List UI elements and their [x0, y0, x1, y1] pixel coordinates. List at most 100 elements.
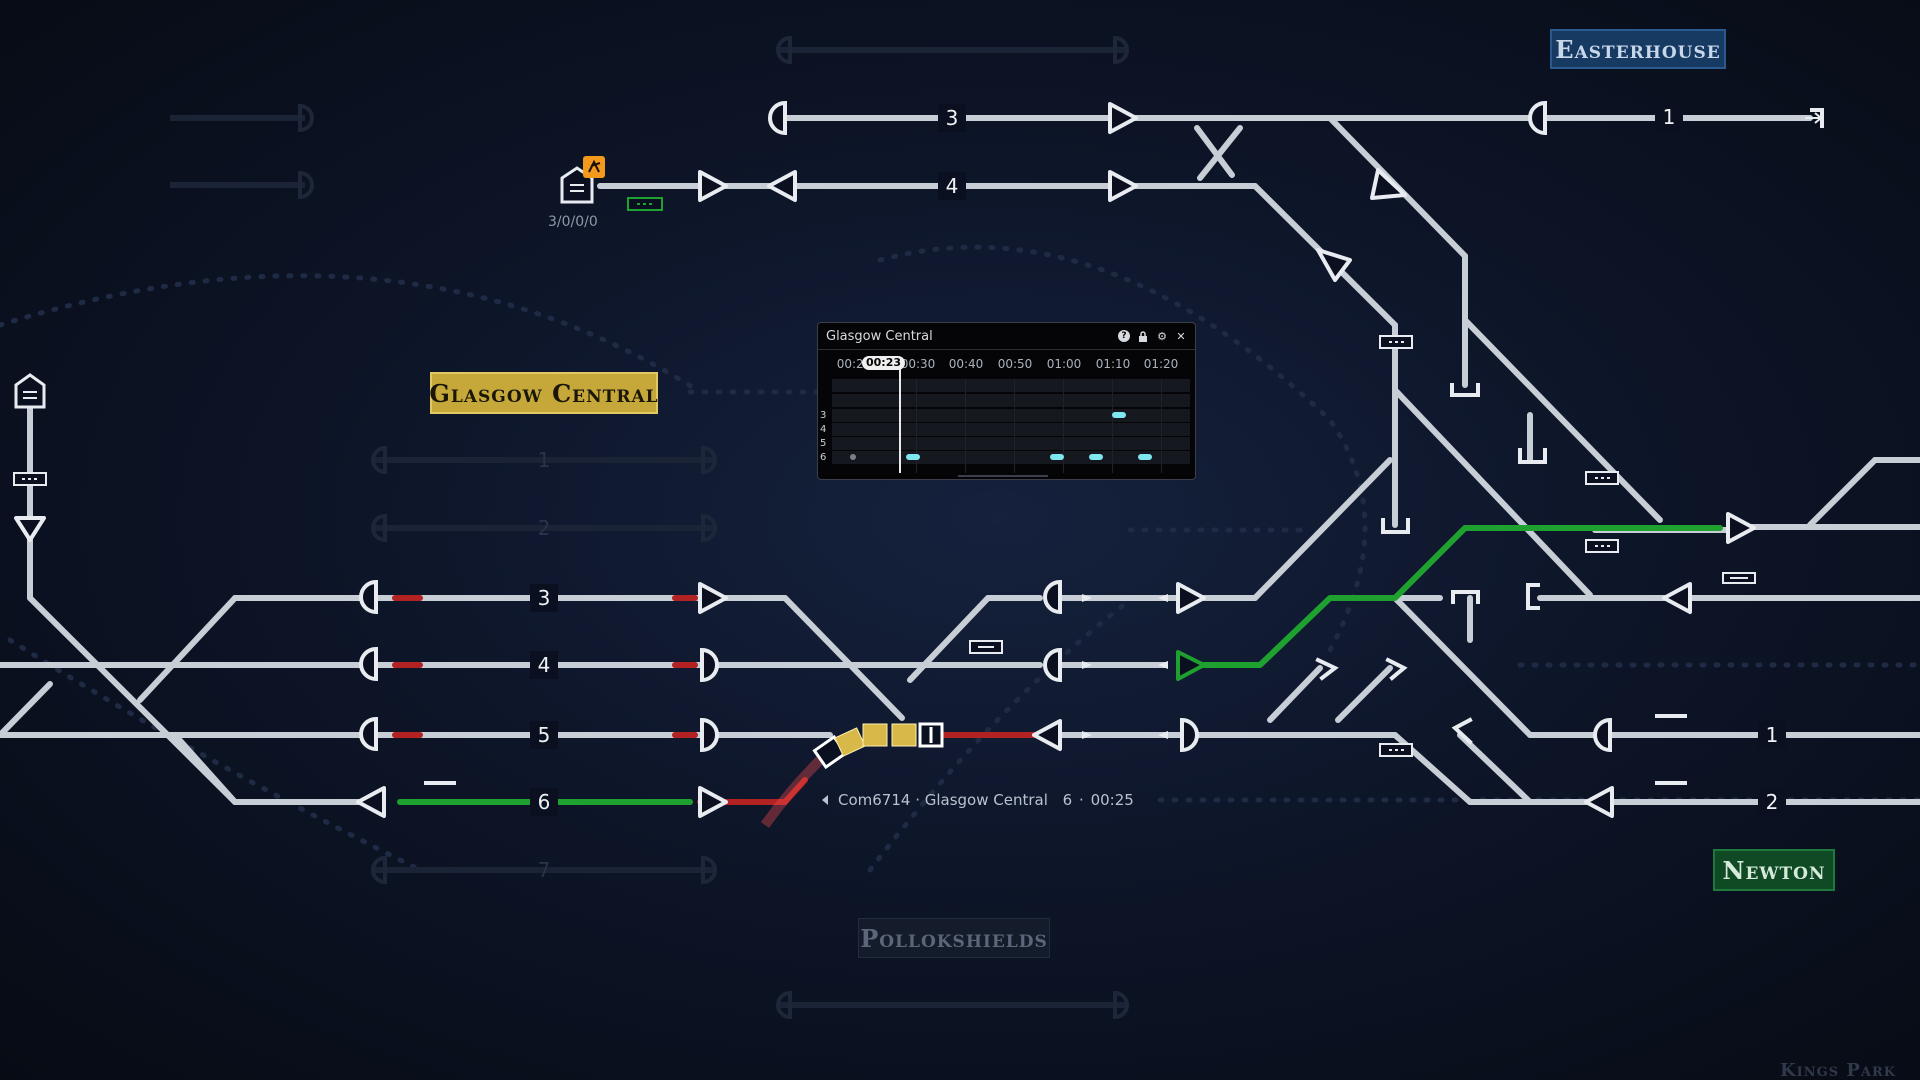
timetable-entry-past: [850, 454, 856, 460]
timetable-entry[interactable]: [1089, 454, 1103, 460]
train-platform: 6: [1063, 791, 1073, 809]
signal-green[interactable]: [1176, 650, 1206, 681]
signal[interactable]: [1108, 102, 1138, 134]
timetable-row: [832, 379, 1190, 392]
platform-label-faint: 1: [538, 448, 551, 472]
signals-triangle: [14, 102, 1756, 818]
signal[interactable]: [700, 717, 719, 753]
signal[interactable]: [1043, 647, 1062, 683]
signal[interactable]: [359, 646, 378, 682]
signals-d: [359, 100, 1612, 753]
timetable-row: 3: [820, 409, 1190, 422]
station-newton[interactable]: Newton: [1713, 849, 1835, 891]
signal[interactable]: [356, 786, 386, 818]
close-icon[interactable]: ✕: [1176, 329, 1186, 343]
timetable-row: 4: [820, 423, 1190, 436]
timetable-header[interactable]: Glasgow Central ? ⚙ ✕: [818, 323, 1195, 350]
track-labels: 3 4 3 4 5 6 1 2 7 1 1 2: [530, 104, 1786, 882]
station-glasgow-central[interactable]: Glasgow Central: [429, 372, 658, 414]
direction-arrows: [1082, 594, 1168, 739]
timetable-window[interactable]: Glasgow Central ? ⚙ ✕ 00:20 00:30 00:40 …: [817, 322, 1196, 480]
train-time: 00:25: [1091, 791, 1134, 809]
timetable-grid[interactable]: 3 4 5 6: [820, 369, 1190, 473]
timetable-title: Glasgow Central: [826, 328, 933, 344]
timetable-time-axis: 00:20 00:30 00:40 00:50 01:00 01:10 01:2…: [818, 357, 1195, 373]
timetable-entry[interactable]: [1112, 412, 1126, 418]
signal[interactable]: [1370, 168, 1407, 200]
time-tick: 00:50: [997, 357, 1033, 371]
time-tick: 01:00: [1046, 357, 1082, 371]
current-time-marker[interactable]: 00:23: [862, 356, 906, 370]
signal[interactable]: [1180, 717, 1199, 753]
signal[interactable]: [1043, 579, 1062, 615]
train-car: [891, 723, 917, 747]
faint-tracks: [170, 47, 1125, 1008]
red-route: [392, 595, 1043, 805]
platform-label-faint: 7: [538, 858, 551, 882]
time-tick: 01:20: [1143, 357, 1179, 371]
track-label: 4: [946, 174, 959, 198]
train-com6714[interactable]: [760, 722, 944, 828]
signal[interactable]: [698, 582, 728, 614]
signal[interactable]: [700, 647, 719, 683]
signal[interactable]: [1662, 582, 1692, 614]
signal[interactable]: [359, 579, 378, 615]
depot-left[interactable]: [14, 373, 46, 409]
train-car: [834, 727, 866, 757]
train-car: [862, 723, 888, 747]
signal[interactable]: [767, 170, 797, 202]
platform-label: 4: [538, 653, 551, 677]
signal[interactable]: [14, 516, 46, 542]
signal[interactable]: [1032, 719, 1062, 751]
lock-icon[interactable]: [1137, 330, 1149, 342]
platform-label-faint: 2: [538, 516, 551, 540]
timetable-row: 6: [820, 451, 1190, 464]
signal[interactable]: [1593, 717, 1612, 753]
train-info-label[interactable]: Com6714 · Glasgow Central 6 · 00:25: [822, 791, 1134, 809]
current-time-line: [899, 369, 901, 473]
signal[interactable]: [1528, 100, 1547, 136]
platform-label: 6: [538, 790, 551, 814]
block-markers: [13, 197, 1756, 785]
balance-alert-icon[interactable]: [583, 156, 605, 178]
timetable-entry[interactable]: [1138, 454, 1152, 460]
signal[interactable]: [1316, 248, 1352, 282]
track-label: 1: [1766, 723, 1779, 747]
timetable-scrollbar[interactable]: [958, 475, 1048, 477]
train-direction-icon: [822, 795, 828, 805]
signal[interactable]: [698, 786, 728, 818]
help-icon[interactable]: ?: [1118, 330, 1130, 342]
station-pollokshields[interactable]: Pollokshields: [858, 918, 1050, 958]
buffer-stops: [1315, 108, 1824, 745]
train-id: Com6714 · Glasgow Central: [838, 791, 1048, 809]
svg-text:Com6714 · Glasgow Central: Com6714 · Glasgow Central 6 · 00:25: [838, 791, 1134, 809]
timetable-row: 5: [820, 437, 1190, 450]
track-label: 2: [1766, 790, 1779, 814]
signal[interactable]: [1584, 786, 1614, 818]
signal[interactable]: [359, 716, 378, 752]
platform-label: 3: [538, 586, 551, 610]
signal[interactable]: [1108, 170, 1138, 202]
timetable-entry[interactable]: [1050, 454, 1064, 460]
time-tick: 00:30: [900, 357, 936, 371]
signal[interactable]: [1176, 582, 1206, 614]
timetable-entry[interactable]: [906, 454, 920, 460]
signal[interactable]: [768, 100, 787, 136]
track-label: 3: [946, 106, 959, 130]
station-easterhouse[interactable]: Easterhouse: [1550, 29, 1726, 69]
track-label: 1: [1663, 105, 1676, 129]
depot-top[interactable]: 3/0/0/0: [548, 156, 605, 230]
timetable-row: [832, 394, 1190, 407]
gear-icon[interactable]: ⚙: [1157, 329, 1167, 343]
station-kings-park[interactable]: Kings Park: [1780, 1060, 1897, 1080]
time-tick: 01:10: [1095, 357, 1131, 371]
depot-counter: 3/0/0/0: [548, 214, 598, 230]
time-tick: 00:40: [948, 357, 984, 371]
faint-signals: [298, 35, 1129, 1020]
platform-label: 5: [538, 723, 551, 747]
signal-bars: [374, 110, 1612, 743]
signal[interactable]: [1726, 512, 1756, 544]
signal[interactable]: [698, 170, 728, 202]
